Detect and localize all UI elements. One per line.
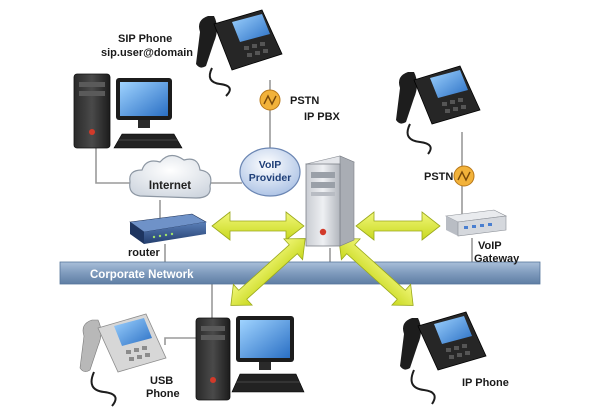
internet-cloud: Internet bbox=[129, 154, 212, 199]
ip-phone-label: IP Phone bbox=[462, 377, 509, 389]
router-device bbox=[129, 213, 207, 244]
sip-phone-computer bbox=[73, 73, 183, 149]
line-sip-pc-to-internet bbox=[95, 148, 140, 184]
ip-pbx-server bbox=[305, 155, 355, 247]
corporate-network-label: Corporate Network bbox=[90, 269, 194, 281]
voip-gateway-line2: Gateway bbox=[474, 253, 520, 265]
usb-phone-computer bbox=[195, 316, 305, 401]
line-usb-pc-to-usb-phone bbox=[164, 337, 200, 345]
ip-phone bbox=[400, 311, 487, 405]
arrow-pbx-gateway bbox=[355, 211, 441, 241]
voip-gateway-device bbox=[444, 209, 508, 237]
desk-phone-right bbox=[396, 65, 481, 155]
corporate-network-bar: Corporate Network bbox=[59, 261, 541, 285]
router-label: router bbox=[128, 247, 161, 259]
pstn-top-label: PSTN bbox=[290, 95, 319, 107]
usb-phone-line2: Phone bbox=[146, 388, 180, 400]
internet-label: Internet bbox=[149, 180, 191, 192]
voip-provider: VoIP Provider bbox=[239, 147, 301, 197]
pstn-badge-right bbox=[453, 165, 475, 187]
voip-provider-line1: VoIP bbox=[259, 159, 282, 171]
desk-phone-top bbox=[196, 9, 283, 97]
arrow-router-pbx bbox=[211, 211, 305, 241]
voip-gateway-line1: VoIP bbox=[478, 240, 502, 252]
arrow-pbx-usb-phone bbox=[230, 238, 306, 306]
sip-phone-title: SIP Phone bbox=[118, 33, 172, 45]
pstn-badge-top bbox=[259, 89, 281, 111]
ip-pbx-label: IP PBX bbox=[304, 111, 341, 123]
usb-phone-line1: USB bbox=[150, 375, 173, 387]
sip-phone-address: sip.user@domain bbox=[101, 47, 193, 59]
pstn-right-label: PSTN bbox=[424, 171, 453, 183]
arrow-pbx-ip-phone bbox=[338, 238, 414, 306]
voip-provider-line2: Provider bbox=[249, 172, 292, 184]
usb-phone bbox=[79, 313, 167, 407]
